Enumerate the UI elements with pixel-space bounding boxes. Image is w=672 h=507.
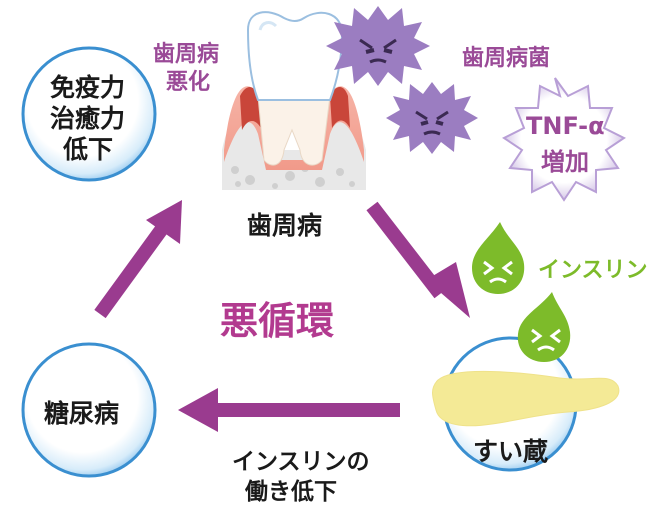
diabetes-bubble xyxy=(21,342,157,478)
arrow-diabetes-to-immunity xyxy=(94,200,182,319)
starburst-icon xyxy=(502,77,626,202)
pancreas-label: すい蔵 xyxy=(473,437,549,466)
worsening-label-line1: 歯周病 xyxy=(153,42,220,67)
immunity-label-line2: 治癒力 xyxy=(50,104,126,133)
bacteria-icon xyxy=(326,6,430,86)
immunity-label-line3: 低下 xyxy=(63,135,114,164)
insulin-label: インスリン xyxy=(538,258,648,283)
immunity-label-line1: 免疫力 xyxy=(50,73,126,102)
insulin-drop-icon xyxy=(472,222,525,294)
diabetes-label: 糖尿病 xyxy=(44,399,120,428)
tnf-label-line2: 増加 xyxy=(541,148,589,176)
worsening-label-line2: 悪化 xyxy=(166,70,211,95)
immunity-bubble xyxy=(21,46,157,182)
pancreas-icon xyxy=(432,370,620,427)
insulin-drop-icon xyxy=(517,292,571,362)
bacteria-label: 歯周病菌 xyxy=(462,46,551,71)
center-title: 悪循環 xyxy=(220,299,335,343)
periodontal-label: 歯周病 xyxy=(247,211,323,240)
tnf-label-line1: TNF-α xyxy=(526,112,605,140)
tooth-icon xyxy=(222,11,366,190)
insulin-decline-line2: 働き低下 xyxy=(245,479,337,505)
bacteria-icon xyxy=(386,82,478,154)
insulin-decline-line1: インスリンの xyxy=(232,449,370,475)
arrow-pancreas-to-diabetes xyxy=(178,388,400,432)
arrow-periodontal-to-pancreas xyxy=(366,201,470,318)
